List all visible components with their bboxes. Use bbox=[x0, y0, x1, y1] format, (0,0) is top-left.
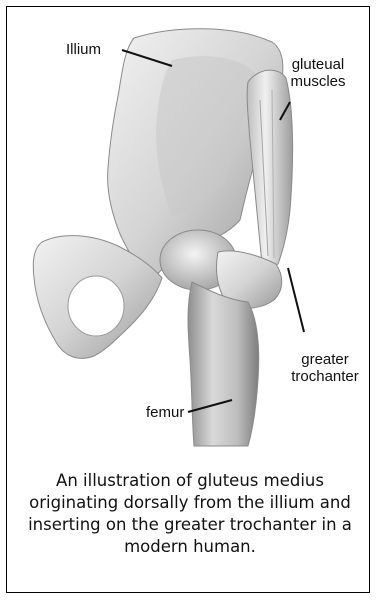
femur-label: femur bbox=[146, 404, 184, 421]
gluteal-muscles-label: gluteual muscles bbox=[278, 56, 358, 90]
figure-caption: An illustration of gluteus medius origin… bbox=[14, 470, 366, 558]
greater-trochanter-label: greater trochanter bbox=[284, 351, 366, 385]
gluteal-muscles-label-line2: muscles bbox=[278, 73, 358, 90]
trochanter-leader-line bbox=[288, 268, 304, 332]
gluteal-muscles-label-line1: gluteual bbox=[278, 56, 358, 73]
greater-trochanter-label-line2: trochanter bbox=[284, 368, 366, 385]
femur-shaft bbox=[188, 282, 259, 446]
greater-trochanter-label-line1: greater bbox=[284, 351, 366, 368]
obturator-foramen bbox=[68, 276, 124, 336]
gluteal-muscle-shape bbox=[247, 70, 292, 267]
ilium-label: Illium bbox=[66, 41, 101, 58]
